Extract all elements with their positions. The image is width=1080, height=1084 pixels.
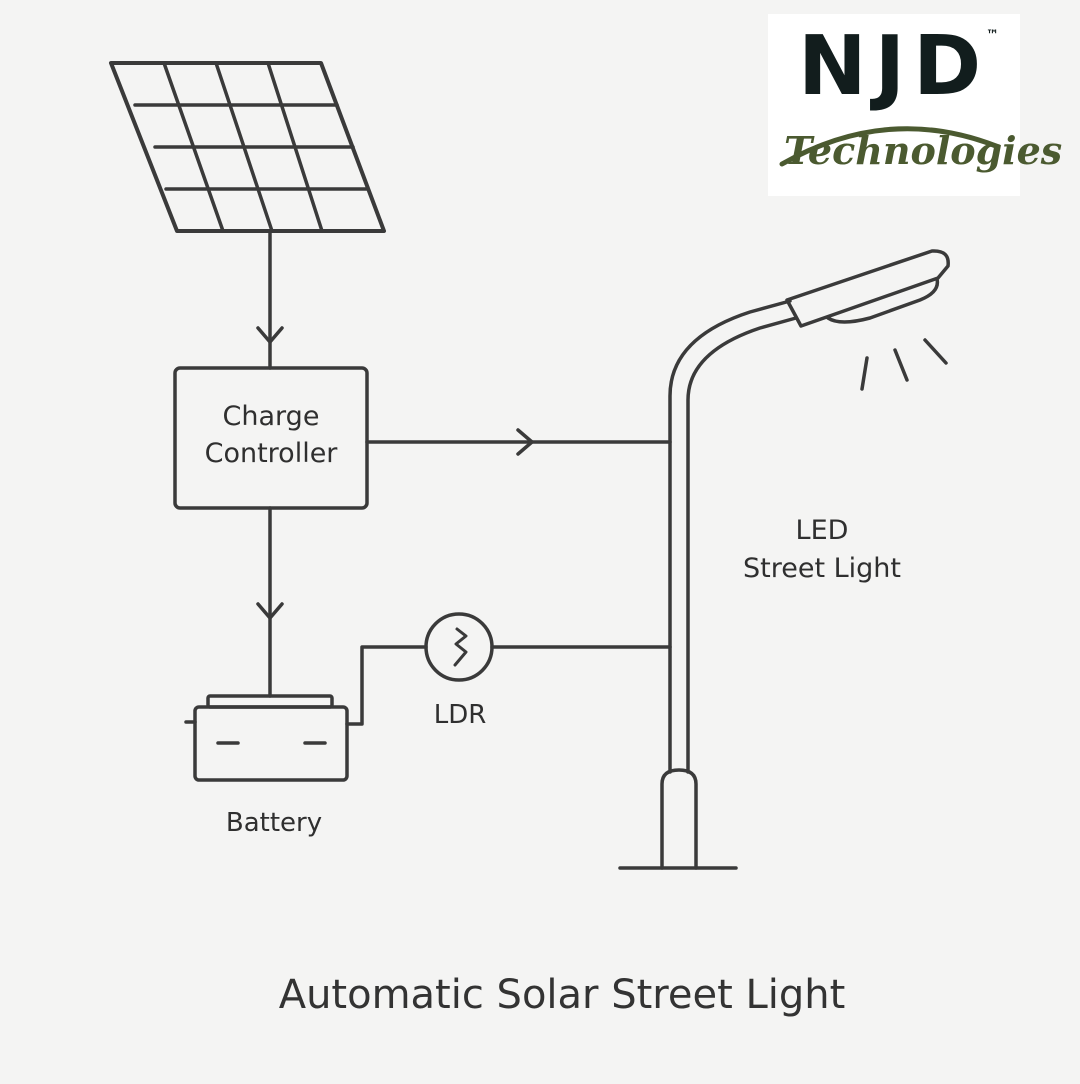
street-light-pole (618, 299, 798, 870)
street-light-label: LED Street Light (722, 512, 922, 588)
ldr-symbol (424, 612, 494, 682)
wire-battery-to-ldr (345, 645, 428, 726)
battery-label: Battery (225, 808, 323, 838)
logo-swoosh (779, 126, 999, 167)
street-light-label-line1: LED (795, 515, 849, 546)
battery (184, 694, 349, 782)
solar-panel (109, 61, 386, 233)
charge-controller-label-line1: Charge (222, 401, 320, 432)
logo-main-text: NJD (798, 19, 990, 114)
diagram-title: Automatic Solar Street Light (278, 972, 846, 1018)
light-rays (860, 338, 948, 391)
wire-controller-to-light (365, 428, 672, 456)
street-light-label-line2: Street Light (742, 553, 901, 584)
logo-sub-text: Technologies (784, 128, 1063, 173)
ldr-label: LDR (433, 700, 487, 730)
wire-controller-to-battery (256, 506, 284, 698)
wire-panel-to-controller (256, 229, 284, 370)
njd-logo: NJD ™ Technologies (768, 14, 1062, 196)
charge-controller-label: Charge Controller (175, 398, 367, 472)
logo-trademark: ™ (986, 28, 999, 43)
charge-controller-label-line2: Controller (204, 438, 338, 469)
lamp-head (785, 249, 950, 328)
